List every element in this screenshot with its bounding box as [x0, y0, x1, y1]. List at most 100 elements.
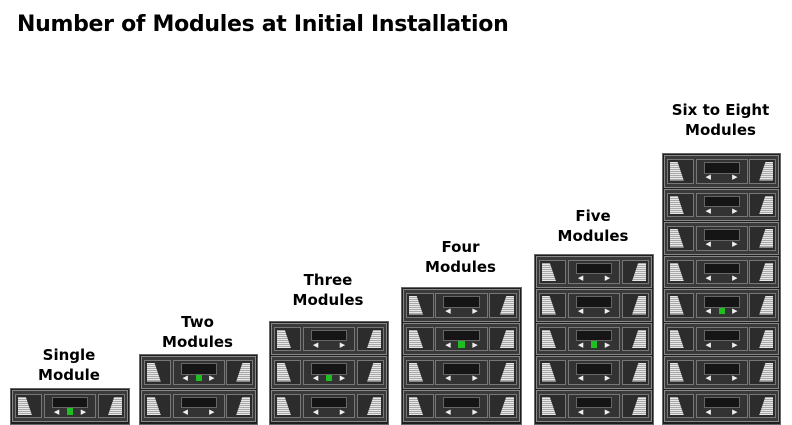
- left-arrow-icon: ◀: [705, 307, 711, 316]
- magazine-slots: [367, 363, 381, 382]
- navigation-arrows: ◀▶: [436, 341, 487, 349]
- control-panel: ◀▶: [695, 259, 748, 284]
- magazine-slots: [147, 363, 161, 382]
- right-magazine: [621, 393, 649, 418]
- magazine-slots: [670, 363, 684, 382]
- library-module: ◀▶: [403, 356, 520, 389]
- right-magazine: [489, 393, 517, 418]
- left-arrow-icon: ◀: [312, 374, 319, 383]
- magazine-slots: [632, 396, 646, 415]
- left-magazine: [539, 326, 567, 351]
- magazine-slots: [632, 296, 646, 315]
- display-screen: [310, 396, 348, 409]
- left-magazine: [274, 393, 302, 418]
- module-stack: ◀▶◀▶◀▶: [269, 320, 389, 425]
- library-module: ◀▶: [664, 356, 779, 389]
- left-magazine: [667, 360, 695, 385]
- left-arrow-icon: ◀: [182, 407, 188, 416]
- control-panel: ◀▶: [302, 360, 356, 385]
- right-arrow-icon: ▶: [472, 307, 478, 316]
- right-arrow-icon: ▶: [732, 240, 738, 249]
- left-magazine: [144, 360, 172, 385]
- magazine-slots: [542, 296, 556, 315]
- library-module: ◀▶: [664, 322, 779, 355]
- magazine-slots: [670, 262, 684, 281]
- navigation-arrows: ◀▶: [569, 341, 619, 349]
- status-indicator: [66, 408, 74, 415]
- right-magazine: [621, 293, 649, 318]
- display-screen: [703, 262, 740, 275]
- left-magazine: [15, 393, 43, 418]
- display-screen: [703, 329, 740, 342]
- right-arrow-icon: ▶: [339, 374, 346, 383]
- magazine-slots: [18, 396, 32, 415]
- magazine-slots: [542, 329, 556, 348]
- library-module: ◀▶: [664, 188, 779, 221]
- left-arrow-icon: ◀: [312, 340, 319, 349]
- right-arrow-icon: ▶: [604, 273, 611, 282]
- navigation-arrows: ◀▶: [697, 408, 747, 416]
- left-arrow-icon: ◀: [445, 407, 451, 416]
- right-arrow-icon: ▶: [209, 407, 215, 416]
- right-arrow-icon: ▶: [732, 273, 738, 282]
- control-panel: ◀▶: [435, 326, 488, 351]
- library-module: ◀▶: [141, 389, 256, 422]
- magazine-slots: [759, 229, 773, 248]
- left-arrow-icon: ◀: [705, 374, 711, 383]
- right-magazine: [97, 393, 125, 418]
- status-indicator: [325, 374, 333, 382]
- left-arrow-icon: ◀: [53, 407, 60, 416]
- right-arrow-icon: ▶: [732, 407, 738, 416]
- control-panel: ◀▶: [695, 293, 748, 318]
- navigation-arrows: ◀▶: [697, 207, 747, 215]
- status-indicator: [458, 341, 465, 348]
- navigation-arrows: ◀▶: [697, 274, 747, 282]
- left-arrow-icon: ◀: [577, 407, 584, 416]
- library-module: ◀▶: [271, 389, 387, 422]
- status-indicator: [590, 341, 598, 348]
- magazine-slots: [670, 162, 684, 181]
- display-screen: [575, 363, 613, 375]
- magazine-slots: [499, 296, 514, 315]
- right-magazine: [748, 326, 776, 351]
- magazine-slots: [632, 329, 646, 348]
- left-arrow-icon: ◀: [705, 407, 711, 416]
- left-magazine: [539, 259, 567, 284]
- navigation-arrows: ◀▶: [697, 374, 747, 382]
- left-arrow-icon: ◀: [445, 374, 451, 383]
- status-indicator: [195, 374, 202, 382]
- left-arrow-icon: ◀: [705, 273, 711, 282]
- right-magazine: [356, 393, 384, 418]
- label-line: Five: [575, 207, 611, 225]
- navigation-arrows: ◀▶: [304, 341, 354, 349]
- magazine-slots: [499, 363, 514, 382]
- right-magazine: [356, 326, 384, 351]
- right-magazine: [748, 159, 776, 184]
- navigation-arrows: ◀▶: [436, 408, 487, 416]
- left-arrow-icon: ◀: [705, 240, 711, 249]
- magazine-slots: [277, 363, 291, 382]
- right-arrow-icon: ▶: [604, 374, 611, 383]
- magazine-slots: [759, 162, 773, 181]
- library-module: ◀▶: [664, 255, 779, 288]
- magazine-slots: [542, 262, 556, 281]
- module-stack: ◀▶◀▶◀▶◀▶◀▶◀▶◀▶◀▶: [662, 153, 781, 425]
- magazine-slots: [236, 396, 250, 415]
- left-magazine: [667, 226, 695, 251]
- magazine-slots: [236, 363, 250, 382]
- left-arrow-icon: ◀: [705, 206, 711, 215]
- right-arrow-icon: ▶: [604, 340, 611, 349]
- control-panel: ◀▶: [695, 159, 748, 184]
- left-arrow-icon: ◀: [182, 374, 188, 383]
- label-line: Three: [303, 271, 353, 289]
- navigation-arrows: ◀▶: [569, 374, 619, 382]
- display-screen: [443, 329, 480, 342]
- module-stack: ◀▶: [10, 387, 130, 425]
- display-screen: [180, 396, 217, 409]
- left-magazine: [667, 259, 695, 284]
- magazine-slots: [409, 329, 424, 348]
- left-arrow-icon: ◀: [445, 307, 451, 316]
- label-line: Module: [38, 366, 100, 384]
